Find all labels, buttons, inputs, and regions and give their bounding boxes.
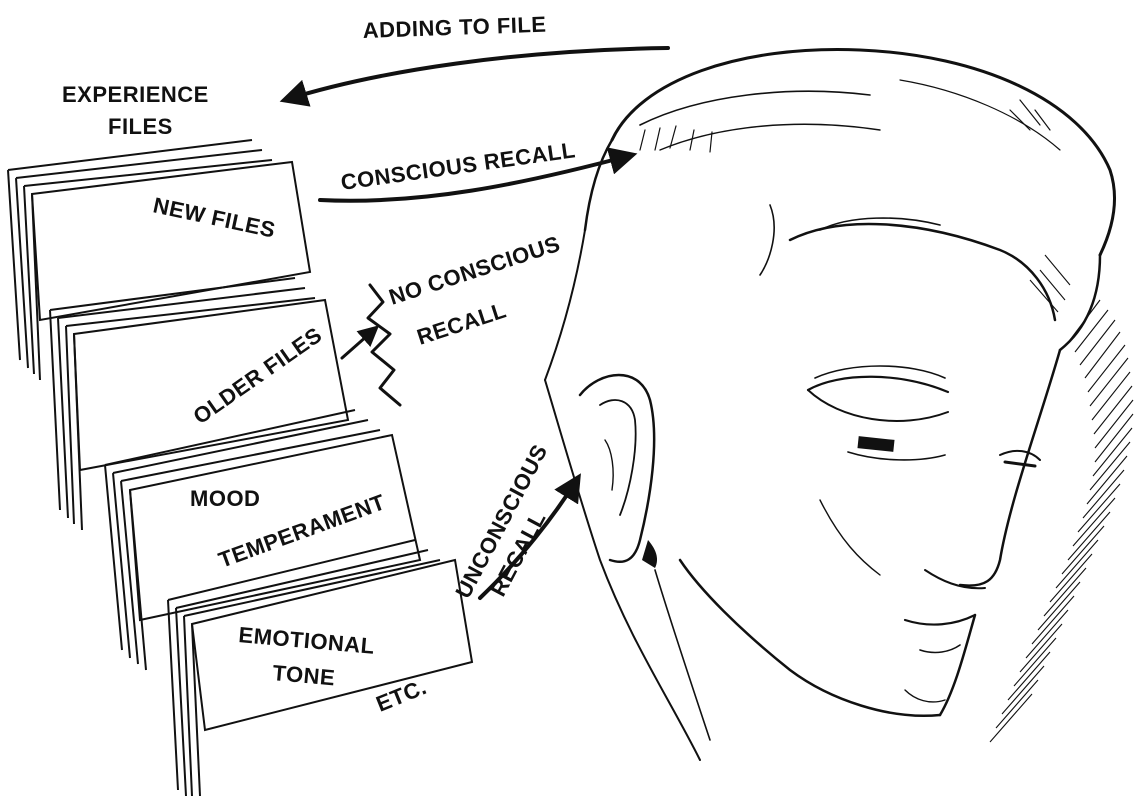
no-conscious-recall-label-line1: NO CONSCIOUS [386, 231, 563, 310]
experience-files-label-line2: FILES [108, 114, 173, 139]
mood-label: MOOD [190, 486, 260, 511]
adding-to-file-label: ADDING TO FILE [362, 12, 547, 43]
older-files-arrow [342, 328, 376, 358]
adding-to-file-arrow [285, 48, 668, 100]
face-shading-hatch [990, 255, 1133, 742]
no-conscious-recall-label-line2: RECALL [414, 297, 509, 349]
experience-files-label-line1: EXPERIENCE [62, 82, 209, 107]
conscious-recall-label: CONSCIOUS RECALL [339, 137, 577, 195]
